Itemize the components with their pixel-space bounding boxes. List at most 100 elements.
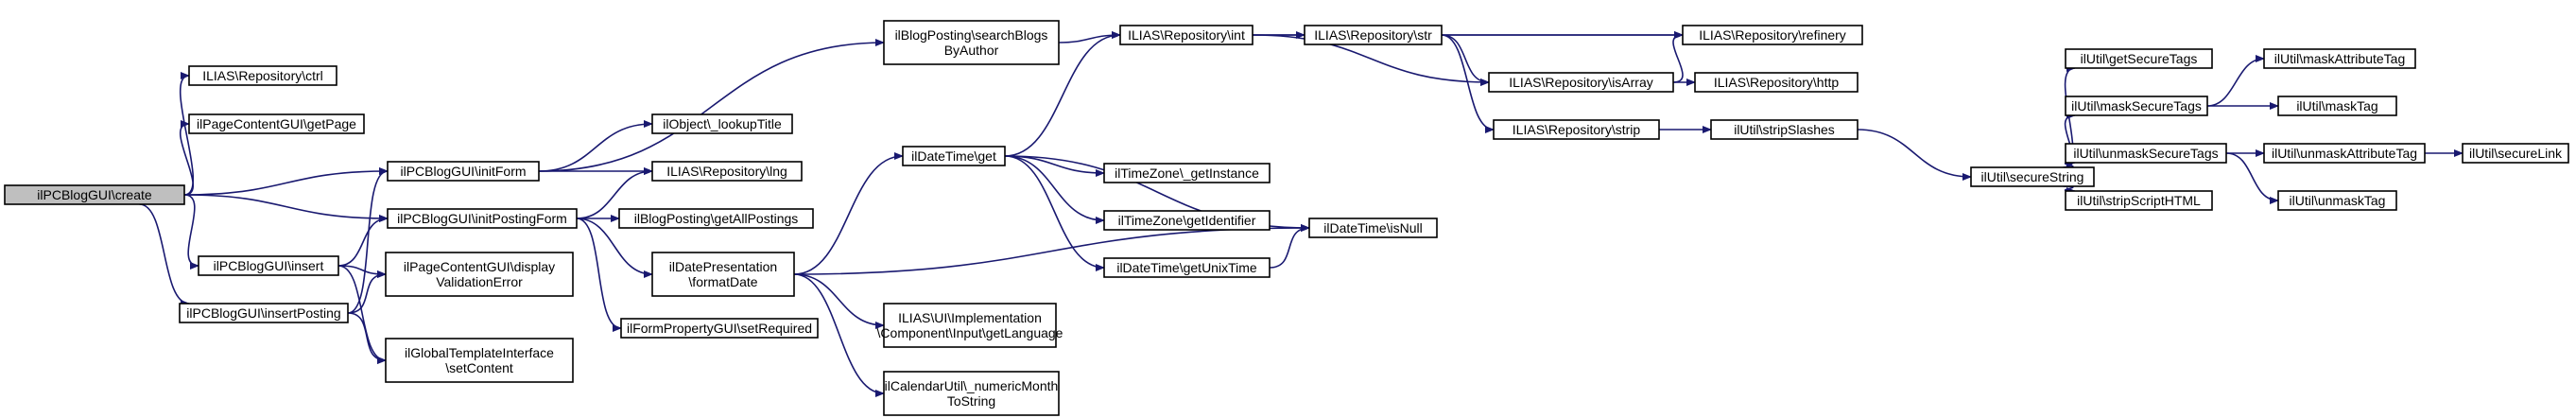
- node-label: \setContent: [445, 360, 513, 375]
- node-get-instance[interactable]: ilTimeZone\_getInstance: [1103, 163, 1271, 183]
- node-box: [387, 161, 540, 182]
- node-dt-get[interactable]: ilDateTime\get: [902, 146, 1006, 166]
- node-label: ilDateTime\getUnixTime: [1116, 260, 1257, 275]
- node-insert[interactable]: ilPCBlogGUI\insert: [198, 255, 339, 276]
- node-mask-tag[interactable]: ilUtil\maskTag: [2277, 96, 2397, 116]
- node-box: [188, 65, 337, 86]
- node-box: [2065, 190, 2213, 211]
- node-rep-str[interactable]: ILIAS\Repository\str: [1304, 25, 1443, 45]
- node-label: ilPCBlogGUI\insertPosting: [186, 305, 340, 321]
- node-box: [883, 303, 1057, 348]
- edge-format-date-to-get-language: [793, 273, 885, 329]
- node-unmask-tag[interactable]: ilUtil\unmaskTag: [2277, 190, 2397, 211]
- node-refinery[interactable]: ILIAS\Repository\refinery: [1682, 25, 1863, 45]
- node-box: [2263, 48, 2416, 69]
- node-format-date[interactable]: ilDatePresentation\formatDate: [651, 252, 795, 297]
- node-label: ilUtil\maskSecureTags: [2071, 98, 2202, 113]
- node-strip[interactable]: ILIAS\Repository\strip: [1493, 119, 1660, 140]
- node-label: ILIAS\Repository\isArray: [1509, 75, 1653, 90]
- node-label: ILIAS\Repository\str: [1314, 27, 1432, 43]
- edge-format-date-to-dt-get: [793, 152, 904, 275]
- node-is-null[interactable]: ilDateTime\isNull: [1308, 218, 1438, 238]
- node-get-secure-tags[interactable]: ilUtil\getSecureTags: [2065, 48, 2213, 69]
- node-strip-script-html[interactable]: ilUtil\stripScriptHTML: [2065, 190, 2213, 211]
- node-set-required[interactable]: ilFormPropertyGUI\setRequired: [620, 318, 819, 339]
- node-set-content[interactable]: ilGlobalTemplateInterface\setContent: [385, 338, 574, 383]
- node-get-page[interactable]: ilPageContentGUI\getPage: [188, 113, 365, 134]
- node-box: [2065, 48, 2213, 69]
- node-label: ilDateTime\isNull: [1323, 220, 1423, 235]
- node-label: ValidationError: [436, 274, 523, 289]
- node-get-unix-time[interactable]: ilDateTime\getUnixTime: [1103, 257, 1271, 278]
- node-strip-slashes[interactable]: ilUtil\stripSlashes: [1710, 119, 1859, 140]
- edge-rep-int-to-is-array: [1252, 34, 1490, 86]
- node-box: [651, 252, 795, 297]
- node-label: ilBlogPosting\searchBlogs: [895, 27, 1048, 43]
- node-mask-attribute-tag[interactable]: ilUtil\maskAttributeTag: [2263, 48, 2416, 69]
- node-label: ilTimeZone\getIdentifier: [1118, 213, 1256, 228]
- node-get-identifier[interactable]: ilTimeZone\getIdentifier: [1103, 210, 1271, 231]
- node-box: [1119, 25, 1253, 45]
- node-lng[interactable]: ILIAS\Repository\lng: [651, 161, 803, 182]
- node-box: [902, 146, 1006, 166]
- node-label: ilUtil\secureLink: [2469, 146, 2563, 161]
- node-label: ilPageContentGUI\display: [404, 259, 555, 274]
- node-box: [1103, 210, 1271, 231]
- node-label: ILIAS\Repository\lng: [666, 164, 787, 179]
- node-box: [1304, 25, 1443, 45]
- node-is-array[interactable]: ILIAS\Repository\isArray: [1488, 72, 1674, 93]
- node-init-posting-form[interactable]: ilPCBlogGUI\initPostingForm: [387, 208, 578, 229]
- node-http[interactable]: ILIAS\Repository\http: [1694, 72, 1859, 93]
- edge-rep-str-to-is-array: [1441, 34, 1490, 86]
- node-box: [188, 113, 365, 134]
- node-box: [198, 255, 339, 276]
- node-box: [385, 338, 574, 383]
- node-init-form[interactable]: ilPCBlogGUI\initForm: [387, 161, 540, 182]
- edge-unmask-secure-tags-to-unmask-tag: [2225, 152, 2279, 204]
- edge-dt-get-to-rep-int: [1004, 31, 1121, 157]
- edge-mask-secure-tags-to-mask-attribute-tag: [2206, 55, 2265, 107]
- node-unmask-attribute-tag[interactable]: ilUtil\unmaskAttributeTag: [2263, 143, 2426, 164]
- node-rep-int[interactable]: ILIAS\Repository\int: [1119, 25, 1253, 45]
- node-box: [1710, 119, 1859, 140]
- node-get-language[interactable]: ILIAS\UI\Implementation\Component\Input\…: [877, 303, 1063, 348]
- nodes: ilPCBlogGUI\create ILIAS\Repository\ctrl i…: [4, 20, 2569, 416]
- node-label: ilPCBlogGUI\create: [37, 187, 152, 202]
- edge-init-form-to-lookup-title: [538, 120, 653, 172]
- node-box: [385, 252, 574, 297]
- node-box: [1493, 119, 1660, 140]
- node-label: ilObject\_lookupTitle: [663, 116, 782, 131]
- node-box: [1488, 72, 1674, 93]
- node-box: [883, 20, 1060, 65]
- node-lookup-title[interactable]: ilObject\_lookupTitle: [651, 113, 793, 134]
- node-ctrl[interactable]: ILIAS\Repository\ctrl: [188, 65, 337, 86]
- node-label: ilDatePresentation: [669, 259, 777, 274]
- node-box: [620, 318, 819, 339]
- node-label: ilUtil\stripSlashes: [1734, 122, 1835, 137]
- node-insert-posting[interactable]: ilPCBlogGUI\insertPosting: [179, 303, 349, 323]
- node-box: [1103, 257, 1271, 278]
- node-unmask-secure-tags[interactable]: ilUtil\unmaskSecureTags: [2065, 143, 2227, 164]
- edge-init-posting-form-to-format-date: [576, 218, 653, 278]
- node-secure-link[interactable]: ilUtil\secureLink: [2462, 143, 2569, 164]
- node-create[interactable]: ilPCBlogGUI\create: [4, 184, 185, 205]
- node-mask-secure-tags[interactable]: ilUtil\maskSecureTags: [2065, 96, 2208, 116]
- edge-strip-slashes-to-secure-string: [1857, 129, 1972, 181]
- edge-create-to-insert: [183, 194, 199, 270]
- node-box: [387, 208, 578, 229]
- edge-create-to-init-posting-form: [183, 194, 389, 222]
- node-box: [2277, 96, 2397, 116]
- edge-format-date-to-numeric-month: [793, 273, 885, 397]
- edge-init-posting-form-to-set-required: [576, 218, 622, 332]
- node-label: \formatDate: [688, 274, 757, 289]
- edge-insert-to-display-validation-error: [337, 265, 387, 278]
- node-label: ilFormPropertyGUI\setRequired: [627, 321, 812, 336]
- node-secure-string[interactable]: ilUtil\secureString: [1970, 166, 2095, 187]
- node-get-all-postings[interactable]: ilBlogPosting\getAllPostings: [618, 208, 814, 229]
- node-label: ILIAS\Repository\ctrl: [202, 68, 323, 83]
- node-label: ILIAS\Repository\int: [1128, 27, 1245, 43]
